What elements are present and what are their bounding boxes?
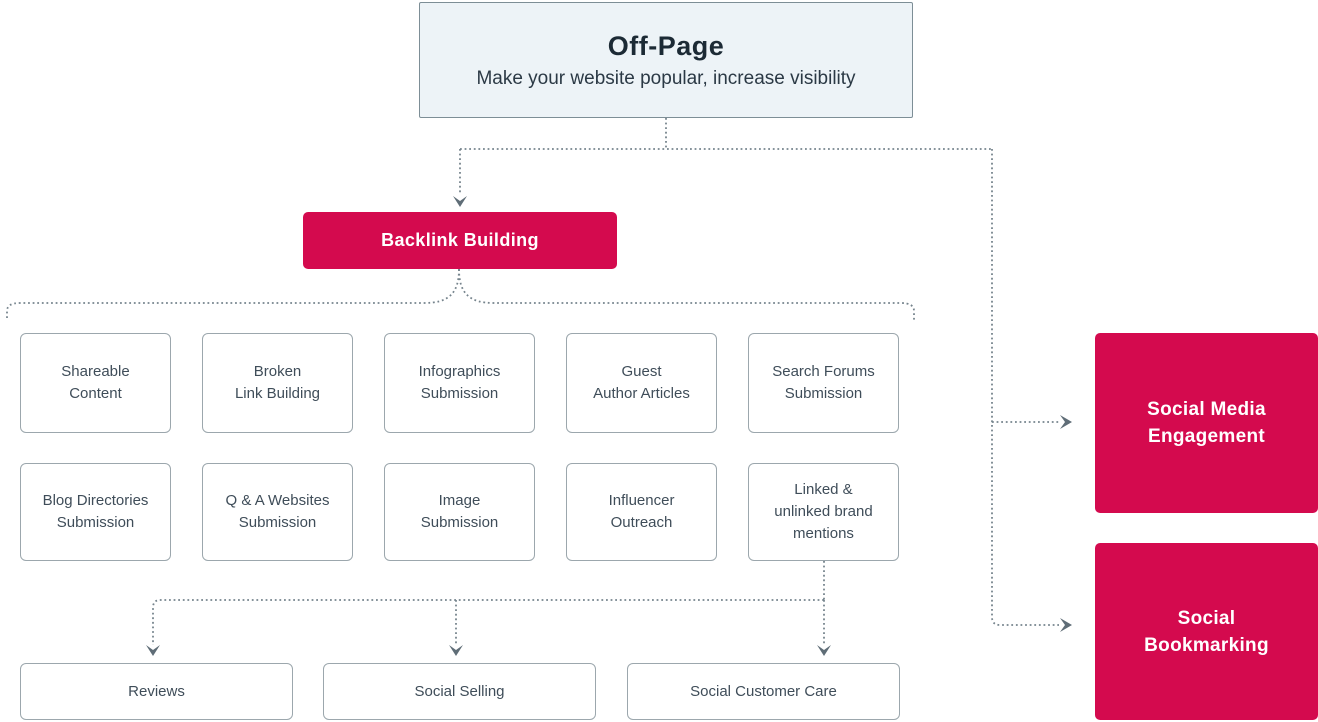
arrowhead-down-social-selling xyxy=(449,645,463,656)
arrowhead-down-customer-care xyxy=(817,645,831,656)
page-subtitle: Make your website popular, increase visi… xyxy=(476,67,856,89)
connector-right-trunk xyxy=(991,149,1059,626)
node-brand-mentions: Linked & unlinked brand mentions xyxy=(748,463,899,561)
node-broken-link-building: Broken Link Building xyxy=(202,333,353,433)
node-reviews: Reviews xyxy=(20,663,293,720)
node-backlink-building: Backlink Building xyxy=(303,212,617,269)
arrowhead-right-social-media xyxy=(1060,415,1072,429)
node-image-submission: Image Submission xyxy=(384,463,535,561)
arrowhead-right-bookmarking xyxy=(1060,618,1072,632)
node-social-bookmarking: Social Bookmarking xyxy=(1095,543,1318,720)
node-guest-author-articles: Guest Author Articles xyxy=(566,333,717,433)
arrowhead-down-reviews xyxy=(146,645,160,656)
connector-brace-right xyxy=(458,268,915,321)
node-qa-websites-submission: Q & A Websites Submission xyxy=(202,463,353,561)
node-influencer-outreach: Influencer Outreach xyxy=(566,463,717,561)
node-shareable-content: Shareable Content xyxy=(20,333,171,433)
node-social-customer-care: Social Customer Care xyxy=(627,663,900,720)
connector-brace-left xyxy=(6,268,460,319)
node-off-page: Off-Page Make your website popular, incr… xyxy=(419,2,913,118)
node-infographics-submission: Infographics Submission xyxy=(384,333,535,433)
node-social-media-engagement: Social Media Engagement xyxy=(1095,333,1318,513)
node-social-selling: Social Selling xyxy=(323,663,596,720)
node-blog-directories-submission: Blog Directories Submission xyxy=(20,463,171,561)
connector-bottom-bar xyxy=(152,599,824,645)
page-title: Off-Page xyxy=(607,30,725,61)
node-search-forums-submission: Search Forums Submission xyxy=(748,333,899,433)
arrowhead-down-backlink xyxy=(453,196,467,207)
